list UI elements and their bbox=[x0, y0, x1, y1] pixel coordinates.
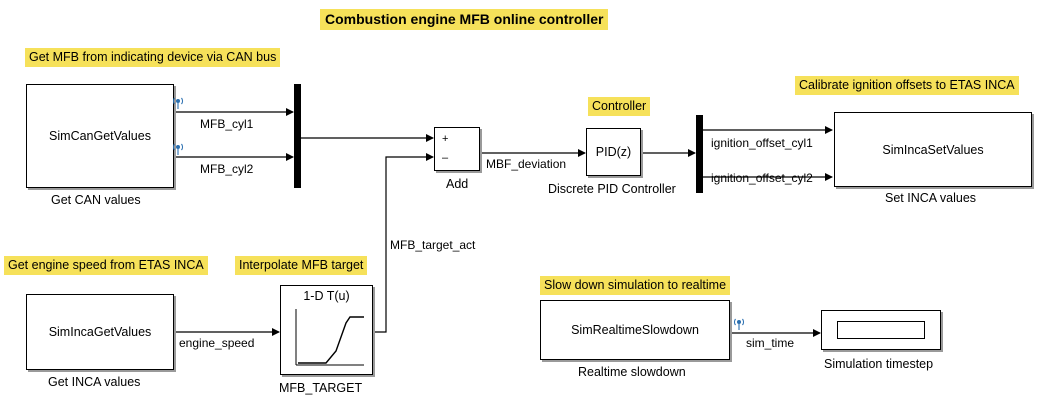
test-point-icon bbox=[172, 143, 184, 155]
signal-ignition-offset-cyl1: ignition_offset_cyl1 bbox=[711, 136, 813, 150]
realtime-slowdown-caption: Realtime slowdown bbox=[578, 365, 686, 379]
add-caption: Add bbox=[446, 177, 469, 191]
signal-mbf-deviation: MBF_deviation bbox=[486, 157, 567, 171]
block-label: SimCanGetValues bbox=[49, 129, 151, 143]
annotation-calibrate: Calibrate ignition offsets to ETAS INCA bbox=[795, 76, 1019, 95]
mux-bar-1[interactable] bbox=[294, 84, 301, 188]
inca-set-values-caption: Set INCA values bbox=[885, 191, 977, 205]
test-point-icon bbox=[172, 97, 184, 109]
block-label: PID(z) bbox=[595, 145, 632, 159]
signal-mfb-target-act: MFB_target_act bbox=[390, 238, 476, 252]
signal-engine-speed: engine_speed bbox=[179, 336, 255, 350]
block-label: 1-D T(u) bbox=[303, 289, 350, 303]
test-point-icon bbox=[733, 318, 745, 330]
annotation-get-speed: Get engine speed from ETAS INCA bbox=[4, 256, 208, 275]
simulation-timestep-caption: Simulation timestep bbox=[824, 357, 934, 371]
signal-mfb-cyl2: MFB_cyl2 bbox=[200, 162, 254, 176]
simulation-timestep-display[interactable] bbox=[821, 310, 941, 350]
can-get-values-block[interactable]: SimCanGetValues bbox=[26, 84, 174, 188]
mux-bar-2[interactable] bbox=[696, 115, 703, 193]
inca-set-values-block[interactable]: SimIncaSetValues bbox=[834, 112, 1032, 187]
pid-controller-block[interactable]: PID(z) bbox=[586, 128, 641, 176]
annotation-interpolate: Interpolate MFB target bbox=[235, 256, 368, 275]
block-label: SimIncaSetValues bbox=[882, 142, 984, 157]
add-block[interactable]: + – bbox=[434, 127, 480, 171]
signal-ignition-offset-cyl2: ignition_offset_cyl2 bbox=[711, 171, 813, 185]
add-minus-port: – bbox=[442, 152, 449, 164]
lookup-table-block[interactable]: 1-D T(u) bbox=[280, 285, 373, 375]
display-field bbox=[837, 321, 925, 339]
annotation-slowdown: Slow down simulation to realtime bbox=[540, 276, 731, 295]
block-label: SimRealtimeSlowdown bbox=[571, 323, 699, 337]
lookup-curve-icon bbox=[295, 309, 364, 366]
pid-caption: Discrete PID Controller bbox=[548, 182, 676, 196]
lookup-caption: MFB_TARGET bbox=[279, 381, 363, 395]
annotation-get-mfb: Get MFB from indicating device via CAN b… bbox=[25, 48, 281, 67]
block-label: SimIncaGetValues bbox=[48, 325, 152, 339]
signal-mfb-cyl1: MFB_cyl1 bbox=[200, 117, 254, 131]
wire-mfb-target-act bbox=[373, 153, 434, 333]
can-get-values-caption: Get CAN values bbox=[51, 193, 141, 207]
diagram-title: Combustion engine MFB online controller bbox=[320, 9, 609, 30]
inca-get-values-caption: Get INCA values bbox=[48, 375, 141, 389]
signal-sim-time: sim_time bbox=[746, 336, 795, 350]
realtime-slowdown-block[interactable]: SimRealtimeSlowdown bbox=[540, 300, 730, 360]
add-plus-port: + bbox=[442, 133, 449, 145]
inca-get-values-block[interactable]: SimIncaGetValues bbox=[26, 294, 174, 370]
annotation-controller: Controller bbox=[588, 97, 651, 116]
